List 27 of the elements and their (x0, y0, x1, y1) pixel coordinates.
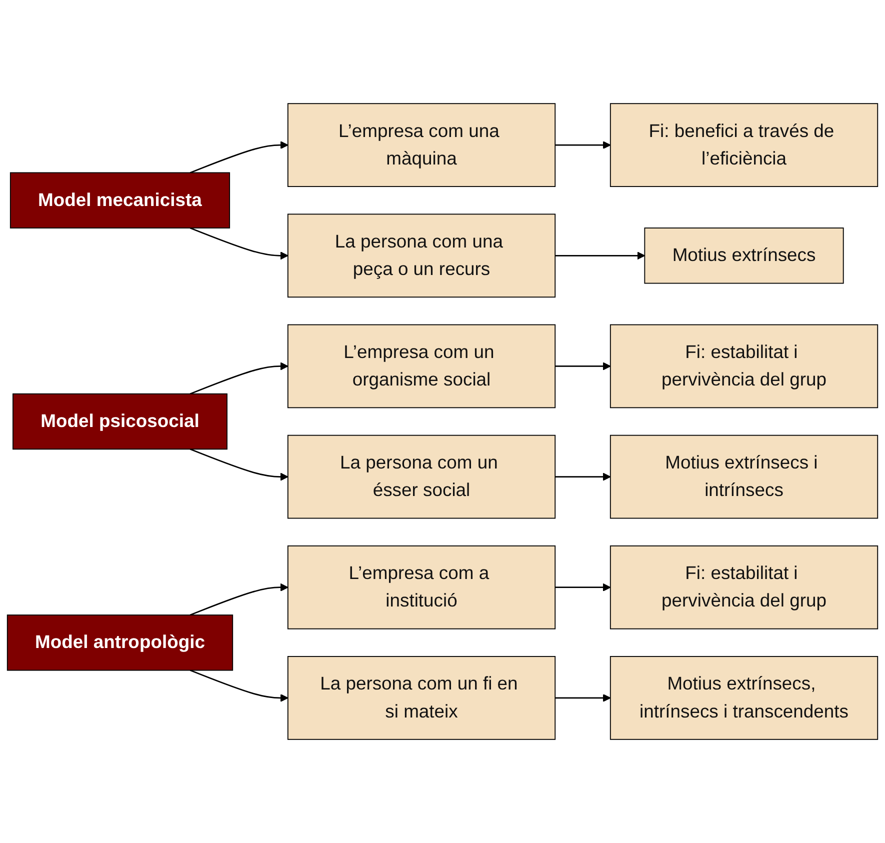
arrow (190, 448, 288, 481)
arrow (190, 583, 288, 616)
arrow (190, 227, 288, 260)
node-box: Model psicosocial (12, 393, 228, 450)
node-box: Motius extrínsecs i intrínsecs (610, 434, 878, 519)
node-box: Model mecanicista (10, 172, 230, 228)
node-box: La persona com un ésser social (287, 434, 556, 519)
node-box: La persona com una peça o un recurs (287, 214, 556, 298)
node-box: Fi: benefici a través de l’eficiència (610, 103, 878, 187)
node-box: La persona com un fi en si mateix (287, 656, 556, 740)
arrow (555, 252, 646, 260)
arrow (190, 362, 288, 394)
node-box: L’empresa com una màquina (287, 103, 556, 187)
arrow (555, 141, 611, 150)
arrow (555, 694, 611, 702)
arrow (555, 583, 611, 592)
node-box: Model antropològic (6, 614, 234, 671)
node-box: Motius extrínsecs, intrínsecs i transcendents (610, 656, 878, 740)
node-box: L’empresa com un organisme social (287, 324, 556, 408)
node-box: Fi: estabilitat i pervivència del grup (610, 324, 878, 408)
arrow (190, 670, 288, 702)
arrow (555, 362, 611, 370)
arrow (555, 472, 611, 481)
node-box: Fi: estabilitat i pervivència del grup (610, 545, 878, 630)
node-box: L’empresa com a institució (287, 545, 556, 630)
node-box: Motius extrínsecs (644, 228, 844, 284)
arrow (190, 141, 288, 174)
